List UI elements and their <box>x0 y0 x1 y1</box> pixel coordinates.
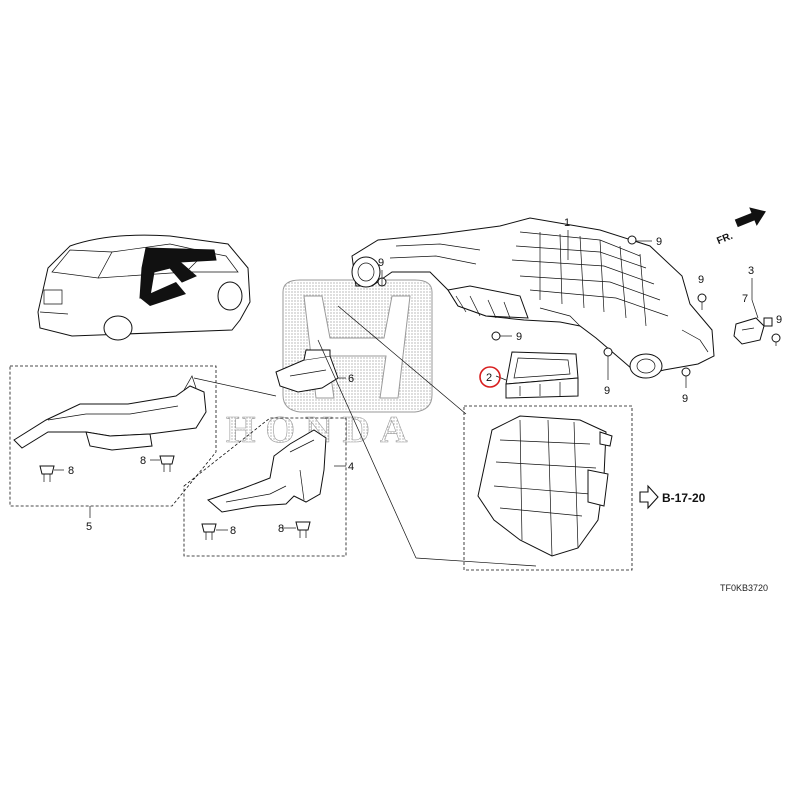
callout-1: 1 <box>564 217 570 229</box>
rear-duct-right-icon <box>207 429 327 513</box>
callout-8: 8 <box>230 525 236 537</box>
callout-8: 8 <box>140 455 146 467</box>
screw-icon <box>377 235 781 377</box>
callout-9: 9 <box>656 236 662 248</box>
callout-8: 8 <box>68 465 74 477</box>
honda-h-logo-icon <box>282 279 433 413</box>
watermark-brand: HONDA <box>226 409 417 451</box>
diagram-code: TF0KB3720 <box>720 583 768 593</box>
callout-8: 8 <box>278 523 284 535</box>
callout-6: 6 <box>348 373 354 385</box>
callout-9: 9 <box>776 314 782 326</box>
arrow-right-outline-icon[interactable] <box>639 484 659 510</box>
duct-icon <box>275 349 339 393</box>
callout-9: 9 <box>378 257 384 269</box>
filter-lid-icon <box>505 351 579 399</box>
rear-duct-left-icon <box>13 375 207 451</box>
direction-label: FR. <box>715 231 734 247</box>
heater-unit-icon <box>477 415 613 557</box>
callout-2-highlight[interactable] <box>479 366 501 388</box>
clip-icon <box>39 455 175 482</box>
main-duct-icon <box>351 217 715 379</box>
callout-9: 9 <box>516 331 522 343</box>
clamp-icon <box>733 317 773 345</box>
clip-icon <box>201 521 311 540</box>
front-direction-arrow-icon <box>734 207 766 228</box>
callout-7: 7 <box>742 293 748 305</box>
reference-link[interactable]: B-17-20 <box>662 491 706 505</box>
callout-9: 9 <box>682 393 688 405</box>
car-silhouette-icon <box>37 234 251 341</box>
callout-9: 9 <box>604 385 610 397</box>
callout-2[interactable]: 2 <box>486 372 492 384</box>
callout-4: 4 <box>348 461 354 473</box>
callout-3: 3 <box>748 265 754 277</box>
callout-5: 5 <box>86 521 92 533</box>
callout-9: 9 <box>698 274 704 286</box>
